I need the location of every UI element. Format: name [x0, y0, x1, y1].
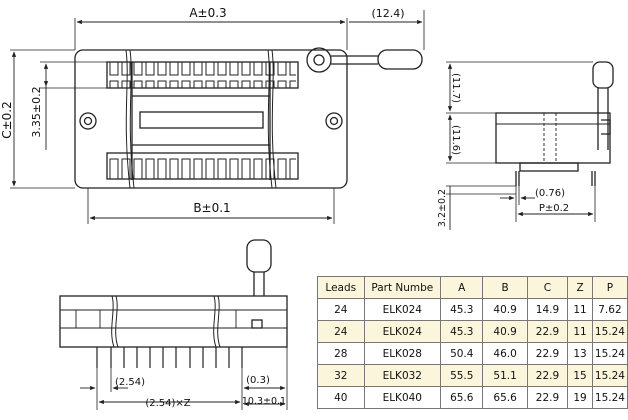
table-row: 24 ELK024 45.3 40.9 22.9 11 15.24	[317, 320, 628, 343]
table-cell: 7.62	[591, 298, 628, 321]
table-cell: ELK032	[363, 364, 442, 387]
table-cell: 22.9	[526, 364, 569, 387]
dim-lead-width: (0.76)	[535, 188, 565, 199]
side-body	[495, 112, 611, 164]
table-cell: 32	[317, 364, 365, 387]
table-cell: 15.24	[591, 320, 628, 343]
front-leads	[96, 347, 243, 368]
front-view	[59, 239, 288, 410]
dim-b: B±0.1	[193, 201, 230, 215]
table-cell: 11	[567, 320, 593, 343]
dim-h1: (11.7)	[450, 73, 461, 103]
table-cell: 24	[317, 298, 365, 321]
table-cell: 55.5	[440, 364, 484, 387]
table-cell: 50.4	[440, 342, 484, 365]
table-cell: 22.9	[526, 342, 569, 365]
spec-table: Leads Part Numbe A B C Z P 24 ELK024 45.…	[317, 276, 628, 409]
table-cell: 15.24	[591, 342, 628, 365]
table-cell: ELK028	[363, 342, 442, 365]
mounting-hole-right	[325, 112, 343, 130]
dim-end: 10.3±0.1	[242, 396, 286, 407]
side-view	[446, 61, 614, 222]
table-cell: 15.24	[591, 386, 628, 409]
table-header-row: Leads Part Numbe A B C Z P	[317, 276, 628, 299]
dim-pitch-z: (2.54)×Z	[145, 398, 190, 409]
table-cell: 14.9	[526, 298, 569, 321]
top-view	[10, 10, 425, 224]
table-cell: 13	[567, 342, 593, 365]
side-base	[519, 162, 579, 172]
dim-pitch: (2.54)	[115, 377, 145, 388]
side-lever-handle	[592, 61, 614, 89]
table-cell: 40	[317, 386, 365, 409]
table-cell: ELK040	[363, 386, 442, 409]
dim-h2: (11.6)	[450, 125, 461, 155]
dim-p: P±0.2	[539, 203, 569, 214]
table-row: 28 ELK028 50.4 46.0 22.9 13 15.24	[317, 342, 628, 365]
table-cell: 15.24	[591, 364, 628, 387]
front-view-dimensions	[80, 385, 286, 407]
table-cell: 46.0	[482, 342, 528, 365]
table-cell: ELK024	[363, 320, 442, 343]
side-leads	[515, 171, 596, 186]
dim-h3: 3.2±0.2	[437, 189, 448, 227]
lever-pivot	[306, 47, 332, 73]
col-header: B	[482, 276, 528, 299]
table-cell: 22.9	[526, 320, 569, 343]
label-window	[139, 111, 264, 129]
table-cell: 45.3	[440, 320, 484, 343]
table-cell: 19	[567, 386, 593, 409]
col-header: P	[591, 276, 628, 299]
table-row: 32 ELK032 55.5 51.1 22.9 15 15.24	[317, 364, 628, 387]
table-cell: ELK024	[363, 298, 442, 321]
table-cell: 65.6	[440, 386, 484, 409]
top-view-dimensions	[11, 19, 423, 221]
table-cell: 24	[317, 320, 365, 343]
dim-c: C±0.2	[0, 101, 14, 139]
front-body	[59, 295, 288, 348]
table-cell: 22.9	[526, 386, 569, 409]
dim-a: A±0.3	[189, 6, 226, 20]
col-header: Z	[567, 276, 593, 299]
table-row: 40 ELK040 65.6 65.6 22.9 19 15.24	[317, 386, 628, 409]
table-cell: 40.9	[482, 320, 528, 343]
dim-offset: (0.3)	[246, 375, 270, 386]
table-cell: 45.3	[440, 298, 484, 321]
side-view-dimensions	[447, 63, 594, 230]
table-cell: 28	[317, 342, 365, 365]
table-cell: 51.1	[482, 364, 528, 387]
col-header: A	[440, 276, 484, 299]
table-cell: 65.6	[482, 386, 528, 409]
table-cell: 15	[567, 364, 593, 387]
dim-pitch-row: 3.35±0.2	[30, 86, 43, 137]
table-row: 24 ELK024 45.3 40.9 14.9 11 7.62	[317, 298, 628, 321]
front-lever-handle	[246, 239, 272, 273]
lever-handle	[377, 49, 423, 70]
table-cell: 11	[567, 298, 593, 321]
dim-handle: (12.4)	[371, 7, 404, 20]
socket-body-outline	[74, 49, 348, 189]
mounting-hole-left	[79, 112, 97, 130]
table-cell: 40.9	[482, 298, 528, 321]
col-header: Leads	[317, 276, 365, 299]
col-header: Part Numbe	[363, 276, 442, 299]
col-header: C	[526, 276, 569, 299]
